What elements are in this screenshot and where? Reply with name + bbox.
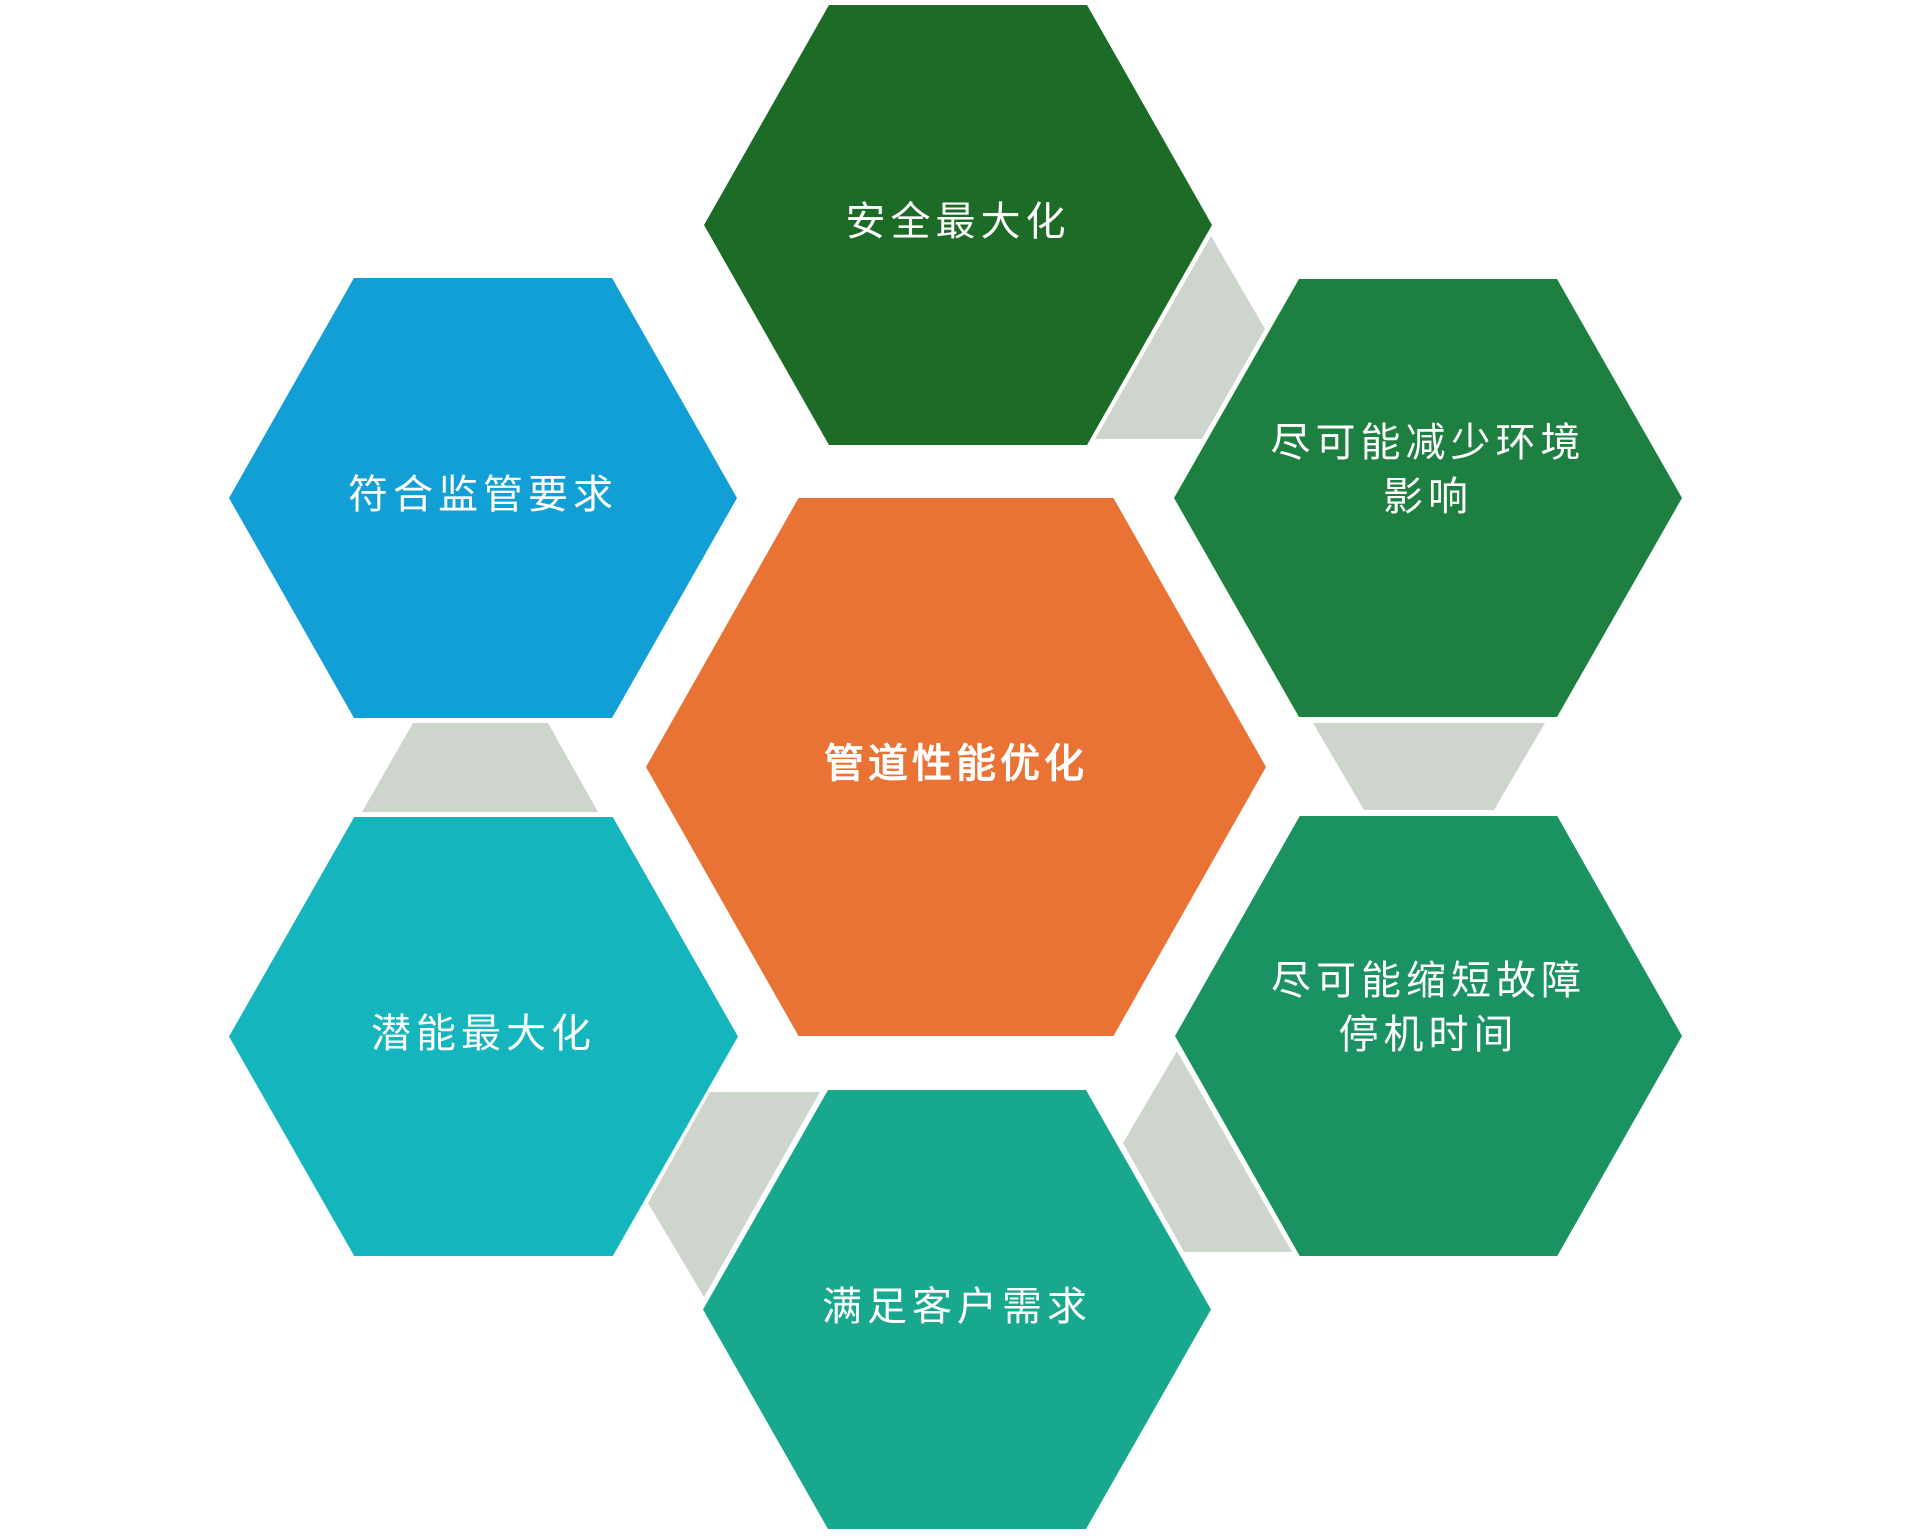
connector-top-to-top-right <box>1095 236 1265 439</box>
hex-node-top: 安全最大化 <box>704 5 1212 445</box>
connector-top-right-to-bottom-right <box>1313 723 1545 810</box>
hex-label-bottom-right: 尽可能缩短故障停机时间 <box>1271 958 1586 1058</box>
hex-node-top-left: 符合监管要求 <box>229 278 737 718</box>
hex-node-bottom-right: 尽可能缩短故障停机时间 <box>1175 816 1682 1256</box>
hex-node-bottom: 满足客户需求 <box>703 1090 1211 1529</box>
hex-label-top-right: 尽可能减少环境影响 <box>1270 420 1586 520</box>
hex-label-top: 安全最大化 <box>845 199 1071 245</box>
hex-node-top-right: 尽可能减少环境影响 <box>1174 279 1682 717</box>
hex-node-bottom-left: 潜能最大化 <box>229 817 738 1256</box>
connector-bottom-right-to-bottom <box>1123 1051 1292 1252</box>
hex-label-top-left: 符合监管要求 <box>348 472 618 518</box>
hex-label-bottom: 满足客户需求 <box>822 1283 1092 1330</box>
connector-bottom-left-to-top-left <box>362 723 598 812</box>
hex-node-center: 管道性能优化 <box>646 498 1266 1036</box>
hex-label-center: 管道性能优化 <box>824 740 1088 787</box>
hex-label-bottom-left: 潜能最大化 <box>371 1010 596 1057</box>
connector-bottom-to-bottom-left <box>648 1092 820 1297</box>
